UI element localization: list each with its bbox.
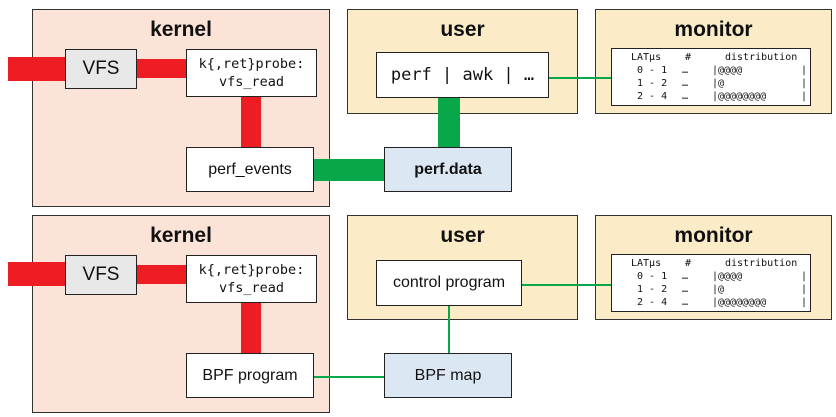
top-hist-row-range: 2 - 4: [637, 91, 668, 102]
bottom-vfs-label: VFS: [82, 264, 120, 285]
top-command-box: perf | awk | …: [376, 52, 549, 98]
bottom-hist-row-range: 2 - 4: [637, 297, 668, 308]
top-link-command-to-monitor: [548, 77, 612, 79]
top-perf-data-box: perf.data: [384, 147, 512, 192]
top-hist-row-bar: |@: [712, 78, 725, 89]
bottom-hist-row-count: …: [682, 297, 689, 308]
bottom-probe-line1: k{,ret}probe:: [198, 262, 305, 278]
top-perf-data-label: perf.data: [414, 160, 482, 178]
top-vfs-box: VFS: [65, 49, 137, 89]
top-probe-line1: k{,ret}probe:: [198, 56, 305, 72]
top-green-perf-events-to-perf-data: [313, 159, 385, 181]
bottom-link-control-to-monitor: [521, 284, 612, 286]
top-hist-row-range: 1 - 2: [637, 78, 668, 89]
bottom-probe-line2: vfs_read: [218, 280, 285, 296]
bottom-link-bpf-program-to-map: [313, 376, 385, 378]
bottom-histogram-row: 0 - 1 … |@@@@ |: [612, 270, 810, 283]
bottom-hist-row-count: …: [682, 284, 689, 295]
bottom-histogram-header: LATµs # distribution: [612, 257, 810, 270]
top-vfs-label: VFS: [82, 58, 120, 79]
top-user-title: user: [440, 18, 485, 41]
top-histogram-row: 2 - 4 … |@@@@@@@@ |: [612, 90, 810, 103]
top-hist-header-lat: LATµs: [631, 52, 662, 63]
top-perf-events-box: perf_events: [186, 147, 314, 192]
top-hist-row-end: |: [801, 91, 808, 102]
bottom-histogram-row: 1 - 2 … |@ |: [612, 283, 810, 296]
bottom-bpf-program-label: BPF program: [202, 366, 298, 384]
bottom-hist-header-dist: distribution: [725, 258, 798, 269]
bottom-hist-row-range: 0 - 1: [637, 271, 668, 282]
bottom-hist-row-end: |: [801, 271, 808, 282]
bottom-hist-row-bar: |@@@@@@@@: [712, 297, 767, 308]
bottom-kernel-title: kernel: [150, 224, 212, 247]
top-hist-row-count: …: [682, 65, 689, 76]
bottom-control-program-box: control program: [376, 260, 522, 306]
bottom-hist-row-bar: |@: [712, 284, 725, 295]
bottom-hist-row-end: |: [801, 297, 808, 308]
top-red-probe-to-perf-events: [241, 96, 261, 148]
bottom-bpf-program-box: BPF program: [186, 353, 314, 398]
bottom-hist-row-end: |: [801, 284, 808, 295]
top-red-vfs-to-probe: [136, 59, 186, 78]
top-hist-row-end: |: [801, 78, 808, 89]
top-kernel-panel: kernel: [32, 9, 330, 207]
top-monitor-title: monitor: [674, 18, 753, 41]
bottom-link-control-to-map: [448, 305, 450, 353]
top-kernel-title: kernel: [150, 18, 212, 41]
top-hist-row-bar: |@@@@: [712, 65, 743, 76]
bottom-monitor-title: monitor: [674, 224, 753, 247]
bottom-hist-row-bar: |@@@@: [712, 271, 743, 282]
top-command-label: perf | awk | …: [390, 65, 535, 85]
top-perf-events-label: perf_events: [208, 160, 292, 178]
top-probe-line2: vfs_read: [218, 74, 285, 90]
bottom-histogram-row: 2 - 4 … |@@@@@@@@ |: [612, 296, 810, 309]
top-hist-row-count: …: [682, 91, 689, 102]
top-hist-row-range: 0 - 1: [637, 65, 668, 76]
bottom-histogram: LATµs # distribution 0 - 1 … |@@@@ | 1 -…: [611, 254, 811, 312]
bottom-bpf-map-box: BPF map: [384, 353, 512, 398]
bottom-hist-header-lat: LATµs: [631, 258, 662, 269]
bottom-probe-box: k{,ret}probe: vfs_read: [186, 255, 317, 303]
bottom-control-program-label: control program: [392, 274, 506, 291]
bottom-red-inflow: [8, 262, 66, 286]
bottom-bpf-map-label: BPF map: [414, 366, 482, 384]
bottom-hist-row-count: …: [682, 271, 689, 282]
top-hist-header-count: #: [685, 52, 692, 63]
bottom-red-vfs-to-probe: [136, 265, 186, 284]
bottom-red-probe-to-bpf-program: [241, 302, 261, 354]
bottom-user-title: user: [440, 224, 485, 247]
top-histogram-row: 0 - 1 … |@@@@ |: [612, 64, 810, 77]
top-green-command-to-perf-data: [438, 98, 460, 150]
top-histogram-header: LATµs # distribution: [612, 51, 810, 64]
bottom-hist-row-range: 1 - 2: [637, 284, 668, 295]
top-hist-row-end: |: [801, 65, 808, 76]
top-hist-row-count: …: [682, 78, 689, 89]
top-histogram-row: 1 - 2 … |@ |: [612, 77, 810, 90]
top-red-inflow: [8, 57, 66, 81]
top-hist-row-bar: |@@@@@@@@: [712, 91, 767, 102]
top-hist-header-dist: distribution: [725, 52, 798, 63]
bottom-vfs-box: VFS: [65, 255, 137, 295]
top-histogram: LATµs # distribution 0 - 1 … |@@@@ | 1 -…: [611, 48, 811, 106]
bottom-hist-header-count: #: [685, 258, 692, 269]
top-probe-box: k{,ret}probe: vfs_read: [186, 49, 317, 97]
